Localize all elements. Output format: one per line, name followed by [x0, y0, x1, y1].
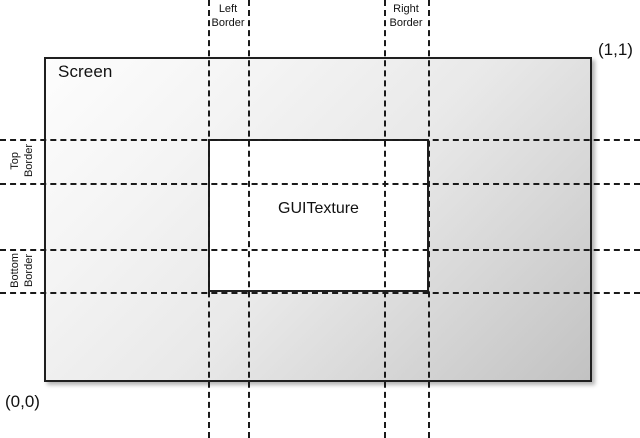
guide-line-bottom-border-upper [0, 249, 640, 251]
right-border-callout: Right Border [366, 2, 446, 30]
coordinate-label-bottom-left: (0,0) [5, 392, 40, 411]
guide-line-left-border-inner [208, 0, 210, 438]
top-border-callout: Top Border [0, 139, 44, 183]
right-border-callout-line1: Right [393, 3, 419, 15]
guide-line-top-border-upper [0, 139, 640, 141]
top-border-callout-line1: Top [9, 152, 21, 170]
bottom-border-callout-line2: Border [23, 253, 35, 288]
right-border-callout-line2: Border [389, 17, 423, 29]
screen-label: Screen [58, 62, 113, 81]
bottom-border-callout: Bottom Border [0, 249, 44, 292]
left-border-callout: Left Border [188, 2, 268, 30]
left-border-callout-line1: Left [218, 3, 238, 15]
guide-line-bottom-border-lower [0, 292, 640, 294]
guitexture-rectangle [208, 139, 429, 292]
coordinate-label-top-right: (1,1) [598, 40, 633, 59]
bottom-border-callout-line1: Bottom [9, 253, 21, 288]
guitexture-label: GUITexture [278, 200, 359, 217]
guide-line-right-border-inner [428, 0, 430, 438]
guide-line-top-border-lower [0, 183, 640, 185]
guide-line-right-border-outer [384, 0, 386, 438]
guide-line-left-border-outer [248, 0, 250, 438]
left-border-callout-line2: Border [211, 17, 245, 29]
top-border-callout-line2: Border [23, 144, 35, 178]
